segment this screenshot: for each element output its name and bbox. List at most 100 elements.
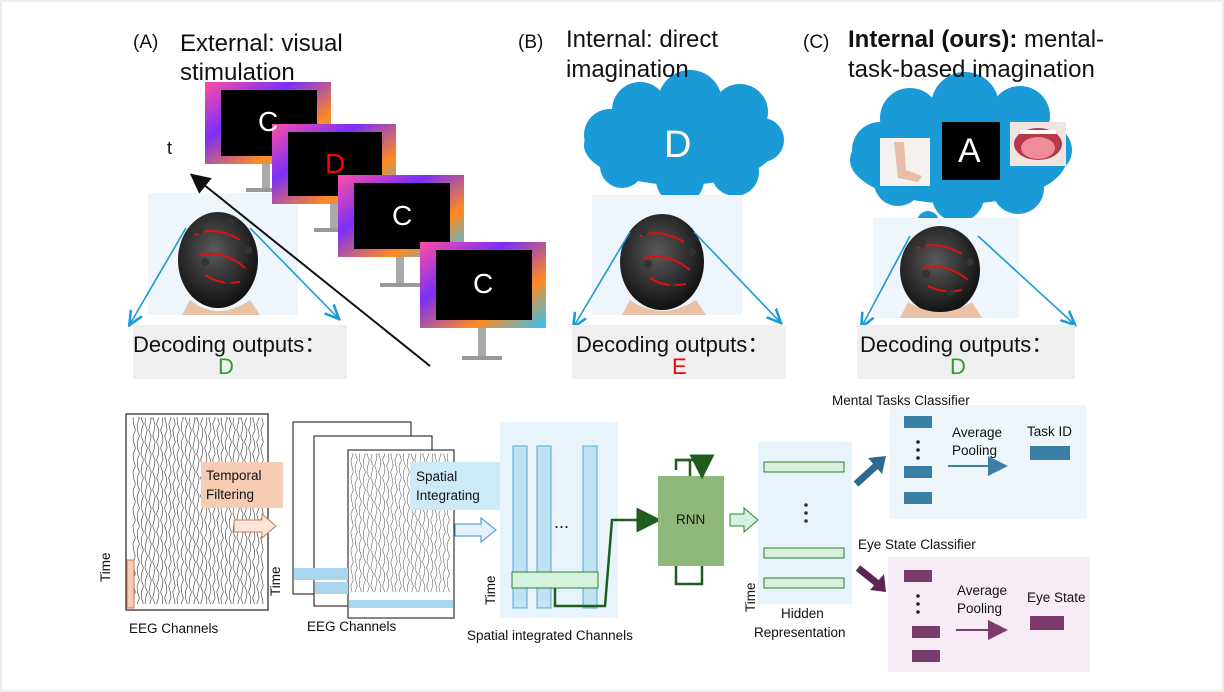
eeg-trace [358,453,362,593]
eeg-trace [160,417,164,605]
eeg-trace [390,453,394,593]
decode-arrow-left-c [862,235,911,326]
cloud-c-letter: A [958,132,981,170]
eeg-trace [152,417,156,605]
eeg-trace [132,417,136,605]
thought-cloud-b [584,70,784,215]
cloud-b-letter: D [664,124,692,166]
eeg-trace [192,417,196,605]
eye-state-classifier [888,557,1090,672]
eeg-trace [374,453,378,593]
rnn-loop-top [674,458,692,476]
panel-c-title-line1: Internal (ours): mental- [848,26,1104,53]
panel-a-title-line2: stimulation [180,59,295,86]
decode-label-a: Decoding outputs： [133,332,327,357]
avg-pool-mental-line2: Pooling [952,443,998,458]
time-label-4: Time [743,582,758,613]
decode-arrow-left-b [574,231,631,326]
mental-classifier-title: Mental Tasks Classifier [832,393,970,408]
monitor-2-letter: D [325,148,346,179]
tongue-image [1010,122,1066,166]
eeg-trace [156,417,160,605]
mental-tasks-classifier [890,405,1086,519]
eeg-trace [188,417,192,605]
panel-b-letter: (B) [518,32,544,53]
to-rnn-arrow [553,507,662,608]
eeg-trace [366,453,370,593]
eeg-head-b-illustration [592,195,742,315]
eeg-trace [180,417,184,605]
eeg-trace [382,453,386,593]
raw-eeg-block [125,413,269,611]
spatial-arrow [454,516,497,544]
eeg-trace [140,417,144,605]
decode-value-b: E [672,354,687,379]
decode-arrow-right-c [977,235,1074,324]
eeg-trace [402,453,406,593]
foot-image [880,138,930,186]
monitor-4-letter: C [473,268,494,299]
panel-c-title-bold: Internal (ours): [848,26,1018,53]
temporal-filtering-line1: Temporal [206,468,262,483]
temporal-filtering-box [201,462,283,508]
eeg-trace [148,417,152,605]
eeg-trace [164,417,168,605]
channels-ellipsis: ... [554,512,570,532]
eeg-trace [362,453,366,593]
eye-classifier-title: Eye State Classifier [858,537,976,552]
temporal-arrow [233,512,277,540]
task-id-label: Task ID [1027,424,1073,439]
decode-box-b [572,325,786,379]
eeg-head-c-illustration [873,218,1019,318]
spatial-channels-block [500,422,618,618]
time-axis-label: t [167,138,173,158]
decode-box-c [857,325,1075,379]
decode-arrow-left-a [130,227,187,324]
eeg-trace [176,417,180,605]
time-label-3: Time [483,575,498,606]
panel-c [850,72,1075,379]
rnn-loop-bottom [674,566,704,586]
rnn-out-arrow [729,506,759,534]
panel-b-title-line1: Internal: direct [566,26,719,53]
panel-a-title-line1: External: visual [180,30,343,57]
eeg-channels-label-1: EEG Channels [129,621,219,636]
temporal-filtering-line2: Filtering [206,487,255,502]
rnn-box [658,476,724,566]
letter-image [942,122,1000,180]
filtered-eeg-stack [292,421,455,619]
panel-b-title-line2: imagination [566,56,689,83]
eeg-trace [184,417,188,605]
panel-a [130,82,546,379]
eeg-trace [386,453,390,593]
time-label-2: Time [268,566,283,597]
monitor-3 [338,175,464,287]
decode-label-b: Decoding outputs： [576,332,770,357]
monitor-1 [205,82,331,192]
spatial-integrating-box [410,462,506,510]
hidden-label-line2: Representation [754,625,846,640]
rnn-label: RNN [676,512,706,527]
eeg-trace [354,453,358,593]
to-mental-arrow [853,461,881,487]
spatial-integrating-line2: Integrating [416,488,480,503]
eeg-trace [136,417,140,605]
monitor-3-letter: C [392,200,413,231]
spatial-channels-label: Spatial integrated Channels [467,628,633,643]
eeg-channels-label-2: EEG Channels [307,619,397,634]
to-eye-arrow [855,565,881,587]
eeg-trace [172,417,176,605]
eeg-trace [394,453,398,593]
hidden-label-line1: Hidden [781,606,824,621]
spatial-integrating-line1: Spatial [416,469,458,484]
eye-state-label: Eye State [1027,590,1086,605]
eeg-trace [370,453,374,593]
time-label-1: Time [98,552,113,583]
eeg-trace [350,453,354,593]
hidden-representation-block [758,442,852,604]
eeg-trace [398,453,402,593]
eeg-trace [406,453,410,592]
panel-c-title-line2: task-based imagination [848,56,1095,83]
time-axis-arrow [189,173,431,367]
